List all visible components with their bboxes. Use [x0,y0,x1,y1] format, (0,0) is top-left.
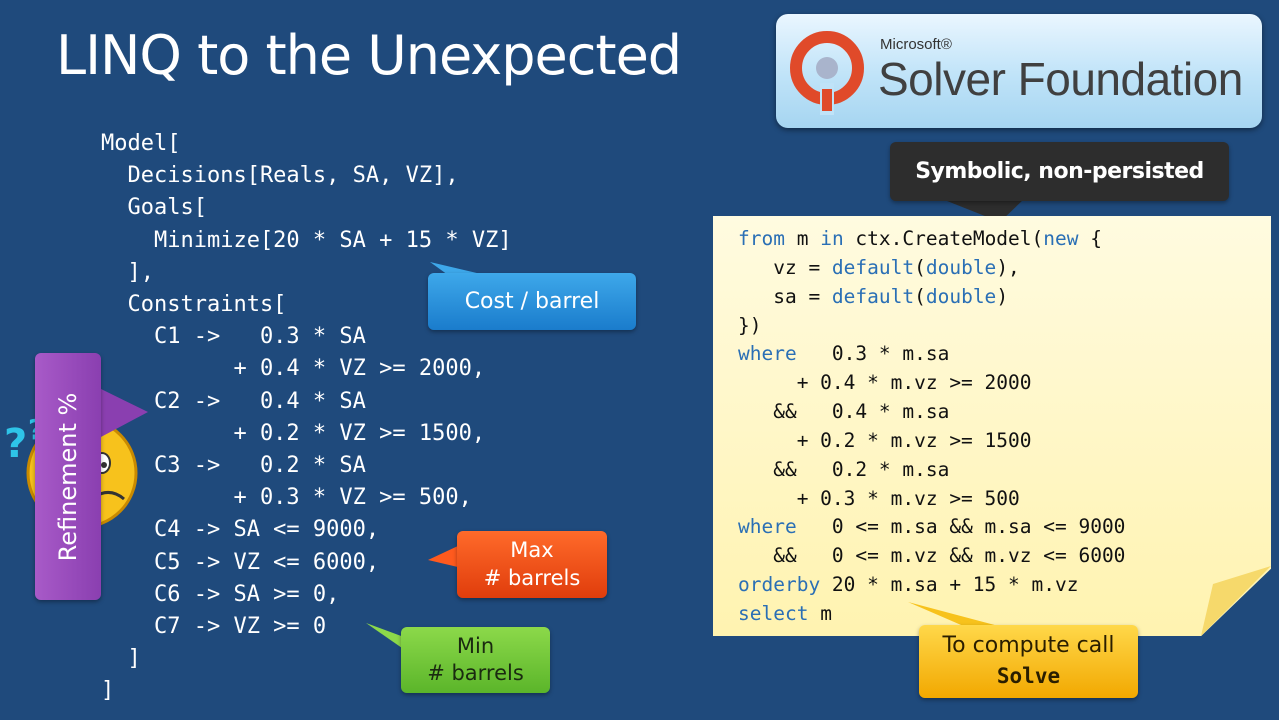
cost-per-barrel-callout: Cost / barrel [428,273,636,330]
note-fold-corner [1201,566,1271,636]
max-callout-line1: Max [510,538,554,563]
linq-sticky-note [713,216,1271,636]
solve-callout-line1: To compute call [942,633,1115,659]
symbolic-callout: Symbolic, non-persisted [890,142,1229,201]
refinement-callout: Refinement % [35,353,101,600]
logo-product: Solver Foundation [878,53,1243,105]
kw-select: select [738,601,809,625]
max-barrels-callout: Max # barrels [457,531,607,598]
kw-orderby: orderby [738,573,821,597]
refinement-callout-text: Refinement % [54,392,82,561]
max-callout-line2: # barrels [483,565,581,590]
min-callout-line1: Min [456,633,495,658]
kw-in: in [820,227,844,250]
min-barrels-callout: Min # barrels [401,627,550,693]
logo-vendor: Microsoft® [880,36,952,53]
model-code-block: Model[ Decisions[Reals, SA, VZ], Goals[ … [101,131,512,704]
solver-foundation-logo-icon [790,31,864,115]
symbolic-callout-text: Symbolic, non-persisted [915,159,1204,184]
solver-foundation-logo: Microsoft® Solver Foundation [776,14,1262,128]
question-mark-icon: ? [4,421,27,467]
cost-callout-text: Cost / barrel [464,289,600,314]
slide-title: LINQ to the Unexpected [56,24,682,87]
solve-callout: To compute call Solve [919,625,1138,698]
kw-where: where [738,342,797,366]
kw-from: from [738,227,785,250]
solve-callout-keyword: Solve [996,664,1061,689]
linq-code-block: from m in ctx.CreateModel(new { vz = def… [738,227,1126,625]
min-callout-line2: # barrels [427,661,524,685]
